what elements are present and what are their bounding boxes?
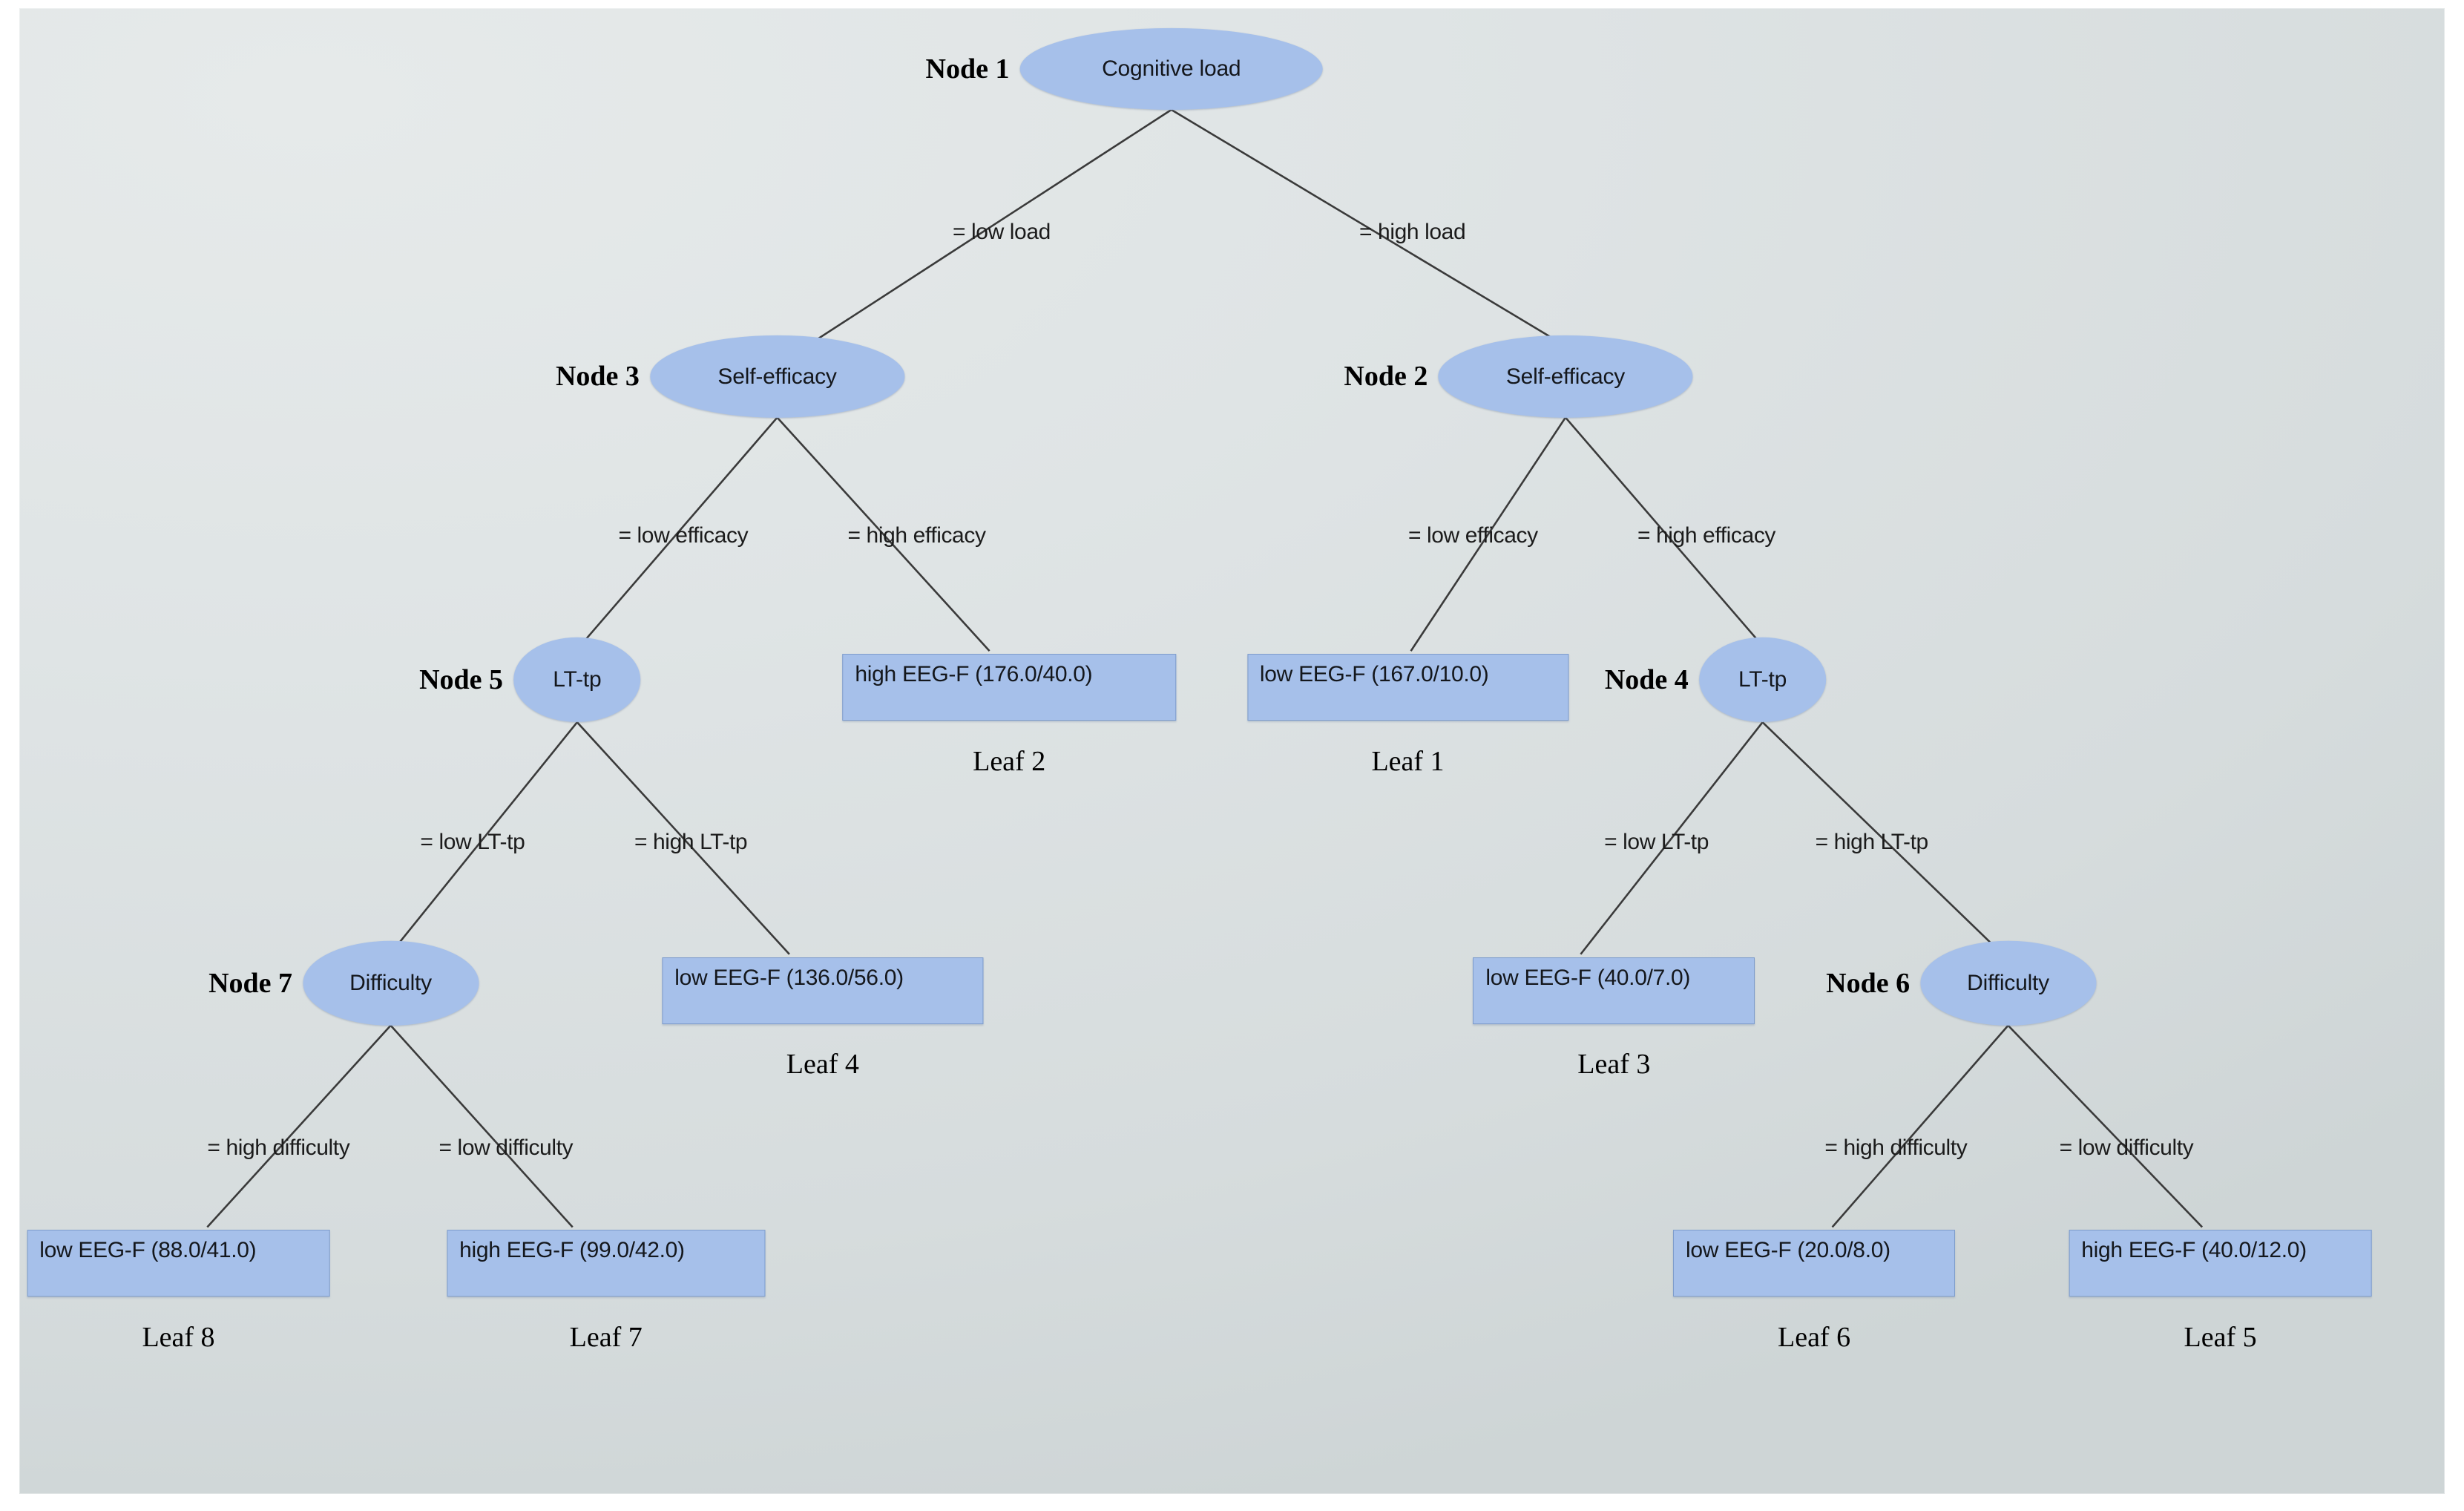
- edge-label-e3: = low efficacy: [618, 522, 749, 548]
- decision-node-n3[interactable]: Self-efficacy: [649, 335, 905, 418]
- leaf-caption-l6: Leaf 6: [1777, 1322, 1851, 1354]
- node-caption-n6: Node 6: [1826, 967, 1911, 999]
- decision-node-label: Difficulty: [349, 970, 432, 995]
- edge-n1-n3: [818, 110, 1172, 338]
- edge-n1-n2: [1172, 110, 1554, 338]
- decision-node-n2[interactable]: Self-efficacy: [1438, 335, 1693, 418]
- decision-node-label: LT-tp: [553, 666, 602, 692]
- node-caption-n5: Node 5: [419, 663, 504, 695]
- node-caption-n4: Node 4: [1604, 663, 1689, 695]
- decision-node-n5[interactable]: LT-tp: [513, 637, 641, 723]
- edge-label-e5: = low efficacy: [1407, 522, 1538, 548]
- leaf-caption-l5: Leaf 5: [2184, 1322, 2257, 1354]
- edge-label-e12: = low difficulty: [438, 1135, 574, 1161]
- edge-label-e10: = high LT-tp: [1815, 829, 1929, 854]
- leaf-caption-l2: Leaf 2: [973, 745, 1046, 777]
- leaf-caption-l3: Leaf 3: [1577, 1049, 1651, 1081]
- decision-node-label: Self-efficacy: [717, 364, 837, 389]
- edge-n3-l2: [778, 418, 990, 652]
- edge-n2-n4: [1566, 418, 1756, 639]
- node-caption-n1: Node 1: [925, 53, 1010, 85]
- edge-label-e9: = low LT-tp: [1604, 829, 1709, 854]
- decision-node-label: Difficulty: [1967, 970, 2049, 995]
- edge-label-e7: = low LT-tp: [420, 829, 525, 854]
- leaf-caption-l8: Leaf 8: [142, 1322, 215, 1354]
- leaf-box-l1[interactable]: low EEG-F (167.0/10.0): [1246, 654, 1569, 721]
- leaf-box-l7[interactable]: high EEG-F (99.0/42.0): [447, 1230, 766, 1297]
- edge-n5-n7: [400, 722, 577, 942]
- edge-n7-l8: [207, 1026, 390, 1228]
- edge-n2-l1: [1411, 418, 1566, 652]
- decision-node-n4[interactable]: LT-tp: [1698, 637, 1827, 723]
- edge-n6-l6: [1833, 1026, 2008, 1228]
- edge-label-e6: = high efficacy: [1637, 522, 1776, 548]
- edge-n4-l3: [1580, 722, 1762, 954]
- leaf-box-l4[interactable]: low EEG-F (136.0/56.0): [662, 957, 984, 1024]
- leaf-box-l5[interactable]: high EEG-F (40.0/12.0): [2069, 1230, 2372, 1297]
- edge-label-e2: = high load: [1359, 220, 1466, 245]
- leaf-box-l6[interactable]: low EEG-F (20.0/8.0): [1673, 1230, 1956, 1297]
- decision-node-label: LT-tp: [1738, 666, 1787, 692]
- edge-label-e1: = low load: [952, 220, 1051, 245]
- edge-label-e11: = high difficulty: [207, 1135, 350, 1161]
- node-caption-n2: Node 2: [1344, 361, 1428, 393]
- edge-label-e14: = low difficulty: [2059, 1135, 2194, 1161]
- edge-n3-n5: [586, 418, 777, 639]
- edges-group: [207, 110, 2202, 1228]
- leaf-caption-l4: Leaf 4: [786, 1049, 859, 1081]
- edge-label-e13: = high difficulty: [1824, 1135, 1968, 1161]
- diagram-canvas: Cognitive load Node 1 Self-efficacy Node 3 S…: [19, 8, 2445, 1494]
- decision-node-label: Self-efficacy: [1505, 364, 1626, 389]
- leaf-box-l2[interactable]: high EEG-F (176.0/40.0): [842, 654, 1176, 721]
- edge-layer: [19, 8, 2445, 1494]
- leaf-caption-l7: Leaf 7: [569, 1322, 643, 1354]
- decision-node-n7[interactable]: Difficulty: [303, 940, 479, 1026]
- decision-node-label: Cognitive load: [1102, 56, 1241, 81]
- decision-node-n1[interactable]: Cognitive load: [1019, 27, 1324, 110]
- edge-label-e4: = high efficacy: [847, 522, 986, 548]
- edge-n5-l4: [577, 722, 789, 954]
- leaf-box-l3[interactable]: low EEG-F (40.0/7.0): [1473, 957, 1755, 1024]
- leaf-caption-l1: Leaf 1: [1371, 745, 1445, 777]
- edge-label-e8: = high LT-tp: [634, 829, 748, 854]
- node-caption-n7: Node 7: [208, 967, 293, 999]
- edge-n6-l5: [2008, 1026, 2203, 1228]
- edge-n4-n6: [1763, 722, 1990, 942]
- node-caption-n3: Node 3: [555, 361, 640, 393]
- decision-node-n6[interactable]: Difficulty: [1920, 940, 2097, 1026]
- edge-n7-l7: [391, 1026, 573, 1228]
- leaf-box-l8[interactable]: low EEG-F (88.0/41.0): [27, 1230, 330, 1297]
